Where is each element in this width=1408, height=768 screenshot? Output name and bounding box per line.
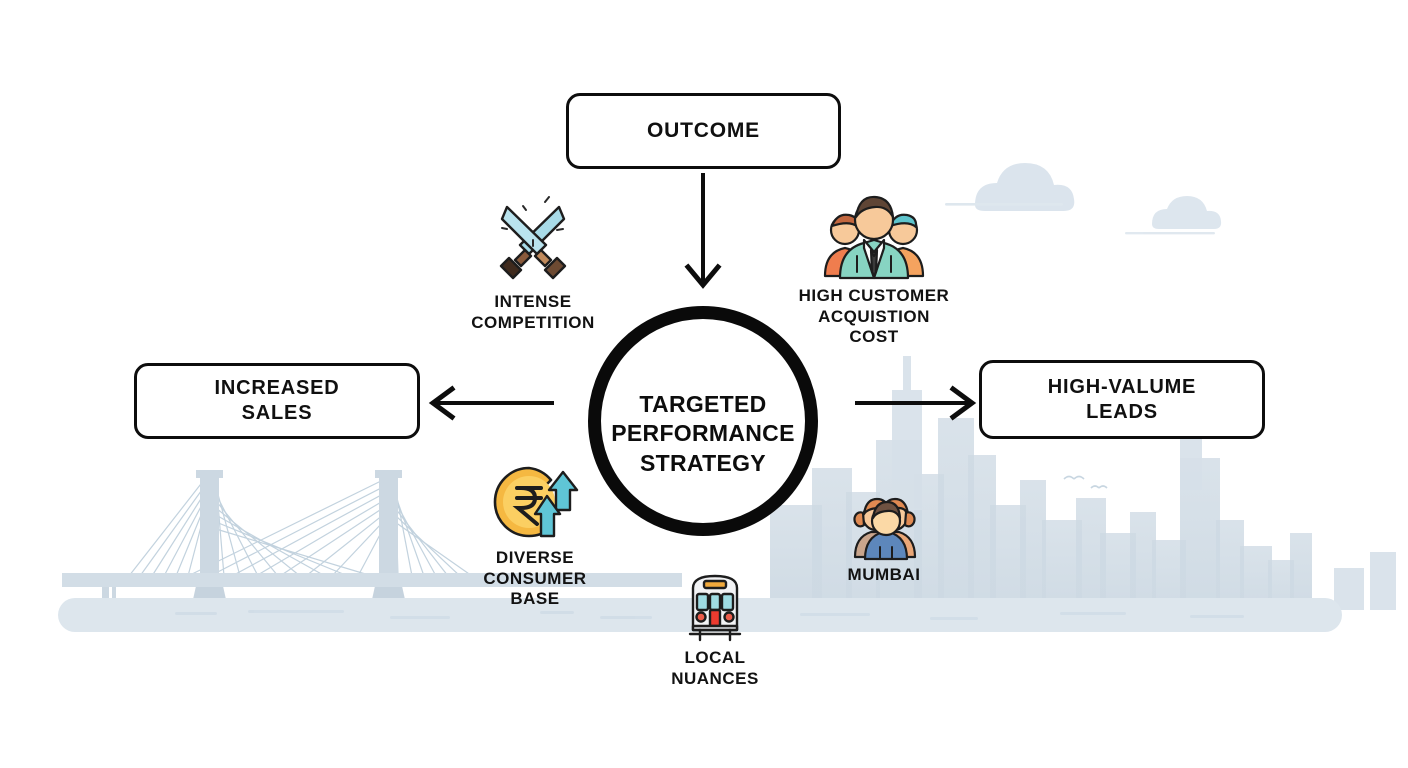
factor-label: LOCAL NUANCES [671, 648, 759, 688]
outcome-box[interactable]: OUTCOME [566, 93, 841, 169]
factor-high-customer-acquistion-cost: HIGH CUSTOMER ACQUISTION COST [768, 190, 980, 348]
cloud-icon [1125, 196, 1222, 235]
crossed-swords-icon [499, 196, 567, 280]
factor-label: MUMBAI [847, 565, 921, 584]
outcome-label: OUTCOME [647, 118, 760, 142]
center-circle-label: TARGETED PERFORMANCE STRATEGY [611, 391, 795, 476]
rupee-coin-growth-icon [493, 466, 579, 538]
increased-sales-label: INCREASED SALES [214, 377, 340, 424]
two-people-icon [853, 497, 917, 561]
arrow-center-to-high-valume-leads [855, 385, 977, 421]
increased-sales-box[interactable]: INCREASED SALES [134, 363, 420, 439]
high-valume-leads-box[interactable]: HIGH-VALUME LEADS [979, 360, 1265, 439]
factor-intense-competition: INTENSE COMPETITION [433, 196, 633, 333]
factor-local-nuances: LOCAL NUANCES [630, 570, 800, 689]
arrow-center-to-increased-sales [428, 385, 554, 421]
bird-icon [1063, 475, 1108, 489]
high-valume-leads-label: HIGH-VALUME LEADS [1047, 375, 1197, 423]
factor-label: DIVERSE CONSUMER BASE [483, 548, 587, 609]
factor-diverse-consumer-base: DIVERSE CONSUMER BASE [435, 462, 635, 610]
group-of-people-icon [823, 195, 925, 280]
factor-label: HIGH CUSTOMER ACQUISTION COST [798, 286, 950, 347]
factor-mumbai: MUMBAI [800, 487, 968, 586]
factor-label: INTENSE COMPETITION [471, 292, 595, 332]
arrow-outcome-to-center [684, 173, 722, 289]
local-train-icon [688, 574, 742, 642]
